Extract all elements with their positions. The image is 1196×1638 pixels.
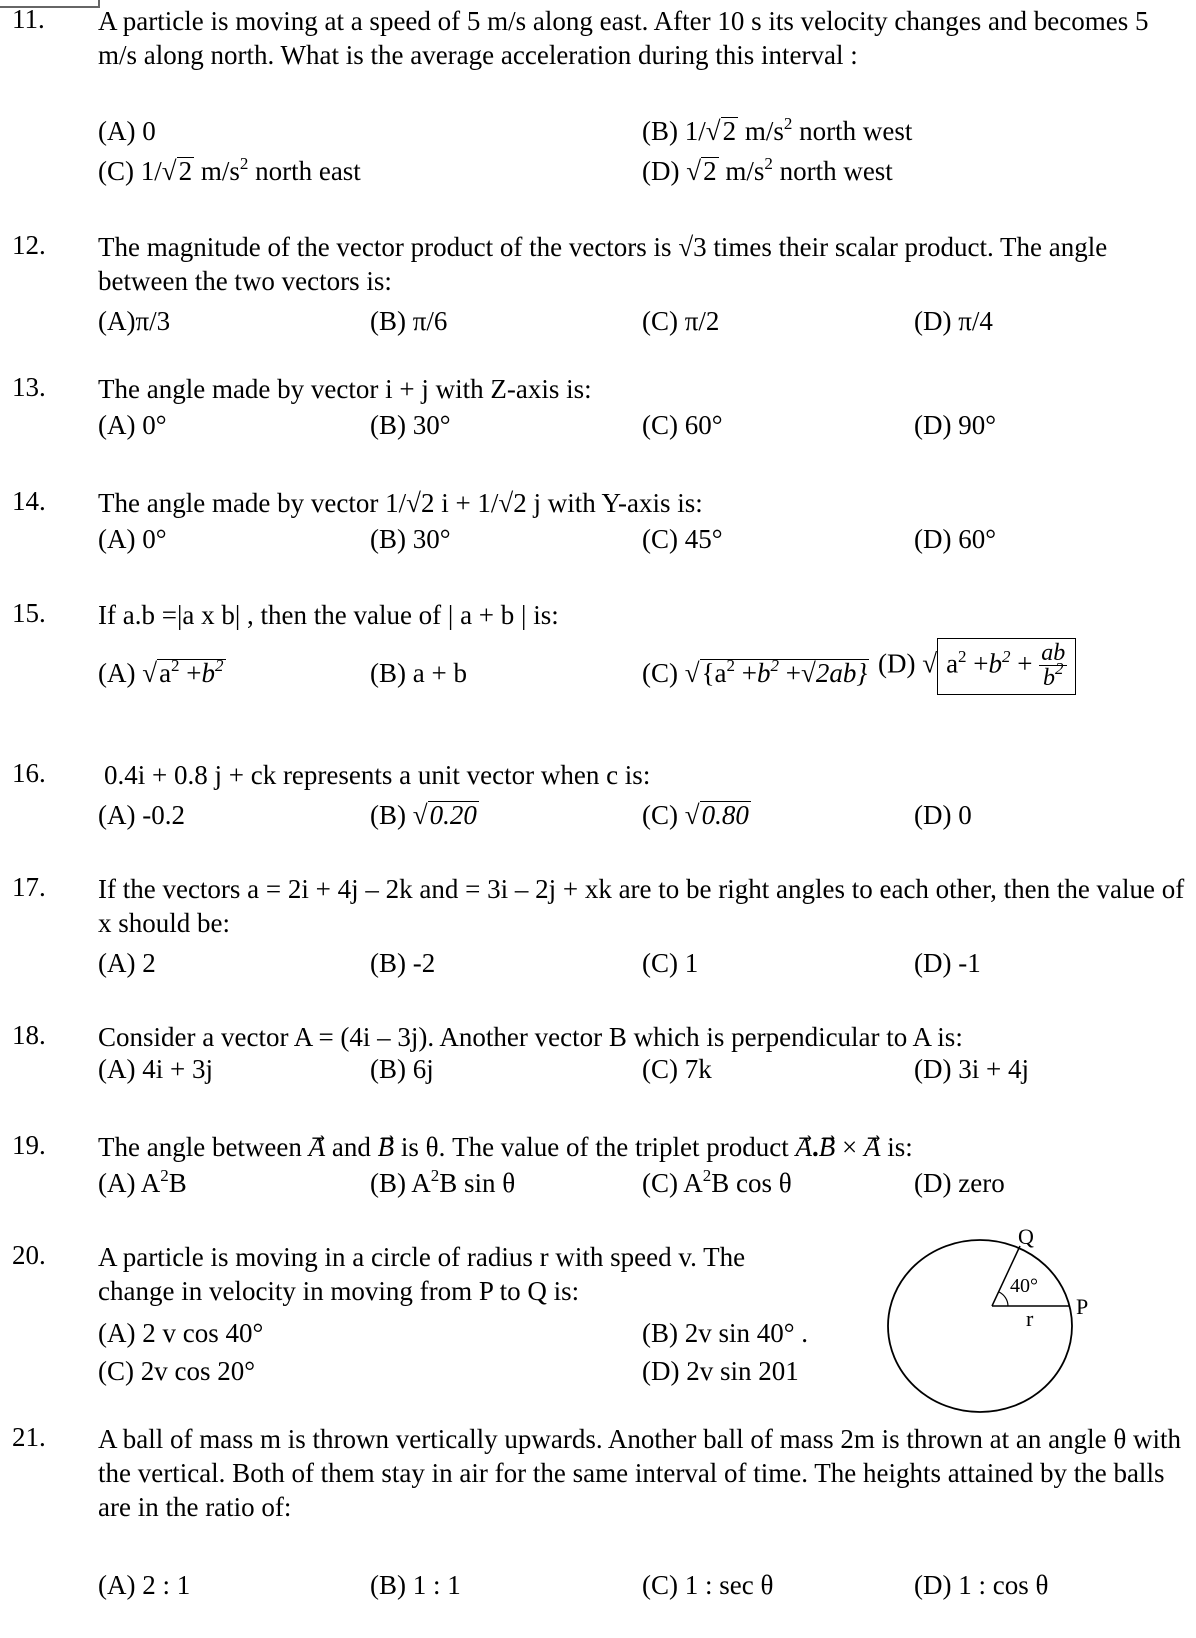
option-a: (A) 0 bbox=[98, 116, 156, 146]
top-border-fragment bbox=[0, 0, 100, 8]
option-c: (C) π/2 bbox=[642, 306, 720, 336]
option-c: (C) 1/√2 m/s2 north east bbox=[98, 154, 361, 186]
option-d: (D) 2v sin 201 bbox=[642, 1356, 799, 1386]
option-a: (A) 0° bbox=[98, 524, 167, 554]
option-c: (C) 7k bbox=[642, 1054, 712, 1084]
option-c: (C) A2B cos θ bbox=[642, 1166, 792, 1198]
question-number: 18. bbox=[12, 1020, 46, 1050]
option-b: (B) 30° bbox=[370, 524, 451, 554]
option-a: (A) 4i + 3j bbox=[98, 1054, 213, 1084]
question-number: 12. bbox=[12, 230, 46, 260]
option-d: (D) 60° bbox=[914, 524, 997, 554]
question-number: 21. bbox=[12, 1422, 46, 1452]
label-r: r bbox=[1026, 1306, 1034, 1331]
option-a: (A) A2B bbox=[98, 1166, 187, 1198]
option-c: (C) √0.80 bbox=[642, 800, 751, 830]
option-b: (B) 1/√2 m/s2 north west bbox=[642, 114, 913, 146]
option-b: (B) -2 bbox=[370, 948, 436, 978]
option-b: (B) a + b bbox=[370, 658, 467, 688]
question-stem: 0.4i + 0.8 j + ck represents a unit vect… bbox=[104, 760, 651, 790]
question-stem: The angle made by vector i + j with Z-ax… bbox=[98, 374, 592, 404]
question-number: 13. bbox=[12, 372, 46, 402]
question-stem: Consider a vector A = (4i – 3j). Another… bbox=[98, 1022, 963, 1052]
option-a: (A) 0° bbox=[98, 410, 167, 440]
option-a: (A) 2 v cos 40° bbox=[98, 1318, 264, 1348]
question-number: 15. bbox=[12, 598, 46, 628]
label-p: P bbox=[1076, 1294, 1088, 1319]
option-a: (A) -0.2 bbox=[98, 800, 185, 830]
option-a: (A)π/3 bbox=[98, 306, 171, 336]
option-b: (B) π/6 bbox=[370, 306, 448, 336]
question-number: 17. bbox=[12, 872, 46, 902]
option-c: (C) √{a2 +b2 +√2ab} bbox=[642, 656, 870, 688]
question-number: 14. bbox=[12, 486, 46, 516]
option-c: (C) 1 : sec θ bbox=[642, 1570, 774, 1600]
option-a: (A) 2 : 1 bbox=[98, 1570, 191, 1600]
option-c: (C) 45° bbox=[642, 524, 723, 554]
option-b: (B) 1 : 1 bbox=[370, 1570, 461, 1600]
option-c: (C) 1 bbox=[642, 948, 699, 978]
option-c: (C) 60° bbox=[642, 410, 723, 440]
label-q: Q bbox=[1018, 1226, 1034, 1249]
question-number: 11. bbox=[12, 4, 45, 34]
option-d: (D) π/4 bbox=[914, 306, 993, 336]
option-d: (D) 3i + 4j bbox=[914, 1054, 1029, 1084]
question-stem: The angle between A⃗ and B⃗ is θ. The va… bbox=[98, 1132, 913, 1162]
circle-diagram: Q P r 40° bbox=[887, 1226, 1088, 1413]
option-b: (B) √0.20 bbox=[370, 800, 479, 830]
option-b: (B) A2B sin θ bbox=[370, 1166, 516, 1198]
question-number: 19. bbox=[12, 1130, 46, 1160]
option-c: (C) 2v cos 20° bbox=[98, 1356, 256, 1386]
option-d: (D) -1 bbox=[914, 948, 981, 978]
option-b: (B) 30° bbox=[370, 410, 451, 440]
question-stem: If a.b =|a x b| , then the value of | a … bbox=[98, 600, 559, 630]
label-angle: 40° bbox=[1010, 1275, 1038, 1297]
option-a: (A) √a2 +b2 bbox=[98, 656, 226, 688]
question-stem: The magnitude of the vector product of t… bbox=[98, 232, 1108, 296]
question-stem: A ball of mass m is thrown vertically up… bbox=[98, 1424, 1182, 1522]
question-number: 20. bbox=[12, 1240, 46, 1270]
question-stem: If the vectors a = 2i + 4j – 2k and = 3i… bbox=[98, 874, 1185, 938]
option-b: (B) 2v sin 40° . bbox=[642, 1318, 809, 1348]
option-a: (A) 2 bbox=[98, 948, 156, 978]
question-stem: The angle made by vector 1/√2 i + 1/√2 j… bbox=[98, 488, 703, 518]
option-d: (D) 0 bbox=[914, 800, 972, 830]
option-d: (D) zero bbox=[914, 1168, 1005, 1198]
question-number: 16. bbox=[12, 758, 46, 788]
option-d: (D) √2 m/s2 north west bbox=[642, 154, 893, 186]
option-b: (B) 6j bbox=[370, 1054, 434, 1084]
question-stem: A particle is moving at a speed of 5 m/s… bbox=[98, 6, 1149, 70]
option-d: (D) 1 : cos θ bbox=[914, 1570, 1049, 1600]
option-d: (D) 90° bbox=[914, 410, 997, 440]
question-stem: A particle is moving in a circle of radi… bbox=[98, 1242, 746, 1306]
